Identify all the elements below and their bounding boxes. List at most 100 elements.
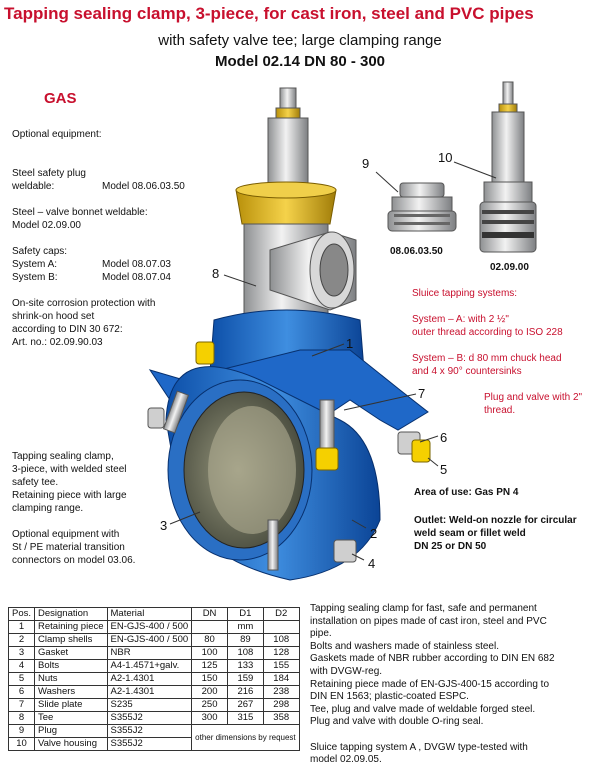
sluice-a-line2: outer thread according to ISO 228 xyxy=(412,327,563,338)
dimensions-note: other dimensions by request xyxy=(191,724,300,751)
desc-line: St / PE material transition xyxy=(12,542,125,553)
area-of-use: Area of use: Gas PN 4 xyxy=(414,487,519,498)
cell-dn xyxy=(191,620,228,634)
cell-d1: 267 xyxy=(226,698,264,712)
description-line: Plug and valve with double O-ring seal. xyxy=(310,716,484,728)
cell-d2 xyxy=(262,620,300,634)
description-line: Bolts and washers made of stainless stee… xyxy=(310,640,499,652)
bolts xyxy=(147,341,431,571)
description-line: Sluice tapping system A , DVGW type-test… xyxy=(310,741,528,753)
caption-plug: 08.06.03.50 xyxy=(390,246,443,257)
valve-line2: Model 02.09.00 xyxy=(12,220,81,231)
description-line: DIN EN 1563; plastic-coated ESPC. xyxy=(310,691,469,703)
outlet-line: DN 25 or DN 50 xyxy=(414,541,487,552)
description-line: Tapping sealing clamp for fast, safe and… xyxy=(310,603,537,614)
cell-d2: 155 xyxy=(262,659,300,673)
page-title: Tapping sealing clamp, 3-piece, for cast… xyxy=(4,4,534,23)
callout-7: 7 xyxy=(418,386,426,401)
description-line: Tee, plug and valve made of weldable for… xyxy=(310,703,536,715)
cell-d1: mm xyxy=(226,620,264,634)
sluice-b-line2: and 4 x 90° countersinks xyxy=(412,366,522,377)
leader-5 xyxy=(427,457,439,467)
description-line: with DVGW-reg. xyxy=(310,665,383,677)
cell-dn: 80 xyxy=(191,633,228,647)
optional-equipment: Optional equipment: Steel safety plug we… xyxy=(12,128,212,349)
cell-dn: 150 xyxy=(191,672,228,686)
table-header-row: Pos. Designation Material DN D1 D2 xyxy=(7,607,300,621)
sluice-systems: Sluice tapping systems: System – A: with… xyxy=(412,287,597,417)
cell-d1: 89 xyxy=(226,633,264,647)
cell-dn: 100 xyxy=(191,646,228,660)
cell-pos: 7 xyxy=(7,698,36,712)
cell-d2: 184 xyxy=(262,672,300,686)
plug-line1: Steel safety plug xyxy=(12,168,86,179)
description-line: model 02.09.05. xyxy=(310,754,382,766)
tee-column xyxy=(235,87,357,325)
cell-designation: Clamp shells xyxy=(34,633,108,647)
cell-material: A4-1.4571+galv. xyxy=(106,659,193,673)
sluice-plug-line1: Plug and valve with 2" xyxy=(484,392,583,403)
model-heading: Model 02.14 DN 80 - 300 xyxy=(214,53,386,70)
cell-d1: 216 xyxy=(226,685,264,699)
cell-designation: Retaining piece xyxy=(34,620,108,634)
cell-d2: 108 xyxy=(262,633,300,647)
leader-7 xyxy=(343,393,417,411)
clamp-body xyxy=(148,309,429,581)
desc-line: Retaining piece with large xyxy=(12,490,127,501)
cell-material: A2-1.4301 xyxy=(106,672,193,686)
cell-pos: 9 xyxy=(7,724,36,738)
description-line: Retaining piece made of EN-GJS-400-15 ac… xyxy=(310,678,550,690)
desc-line: Tapping sealing clamp, xyxy=(12,451,114,462)
cell-material: S235 xyxy=(106,698,193,712)
cell-pos: 4 xyxy=(7,659,36,673)
caps-b-label: System B: xyxy=(12,272,58,283)
sluice-b-line1: System – B: d 80 mm chuck head xyxy=(412,353,562,364)
cell-material: EN-GJS-400 / 500 xyxy=(106,633,193,647)
clamp-illustration xyxy=(147,81,537,581)
description-line: pipe. xyxy=(310,628,332,640)
leader-6 xyxy=(419,435,439,443)
desc-line: 3-piece, with welded steel xyxy=(12,464,127,475)
cell-material: S355J2 xyxy=(106,737,193,751)
cell-pos: 2 xyxy=(7,633,36,647)
description-line: installation on pipes made of cast iron,… xyxy=(310,615,547,627)
outlet-line: Outlet: Weld-on nozzle for circular xyxy=(414,515,577,526)
caps-a-label: System A: xyxy=(12,259,58,270)
cell-material: EN-GJS-400 / 500 xyxy=(106,620,193,634)
cell-d2: 238 xyxy=(262,685,300,699)
cell-pos: 10 xyxy=(7,737,36,751)
leader-4 xyxy=(351,553,365,561)
sluice-heading: Sluice tapping systems: xyxy=(412,288,518,299)
header-dn: DN xyxy=(191,607,228,621)
clamp-description: Tapping sealing clamp, 3-piece, with wel… xyxy=(12,450,162,567)
header-designation: Designation xyxy=(34,607,108,621)
desc-line: clamping range. xyxy=(12,503,84,514)
leader-3 xyxy=(169,511,201,525)
callout-9: 9 xyxy=(362,156,370,171)
caps-heading: Safety caps: xyxy=(12,246,68,257)
sluice-plug-line2: thread. xyxy=(484,405,516,416)
callout-10: 10 xyxy=(438,150,453,165)
cell-material: S355J2 xyxy=(106,711,193,725)
cell-designation: Washers xyxy=(34,685,108,699)
valve-line1: Steel – valve bonnet weldable: xyxy=(12,207,148,218)
desc-line: Optional equipment with xyxy=(12,529,120,540)
cell-material: NBR xyxy=(106,646,193,660)
leader-10 xyxy=(453,161,497,179)
cell-dn: 125 xyxy=(191,659,228,673)
optional-heading: Optional equipment: xyxy=(12,129,102,140)
cell-d1: 108 xyxy=(226,646,264,660)
corrosion-line1: On-site corrosion protection with xyxy=(12,298,156,309)
callout-1: 1 xyxy=(346,336,354,351)
cell-pos: 8 xyxy=(7,711,36,725)
cell-designation: Nuts xyxy=(34,672,108,686)
cell-designation: Plug xyxy=(34,724,108,738)
callout-5: 5 xyxy=(440,462,448,477)
